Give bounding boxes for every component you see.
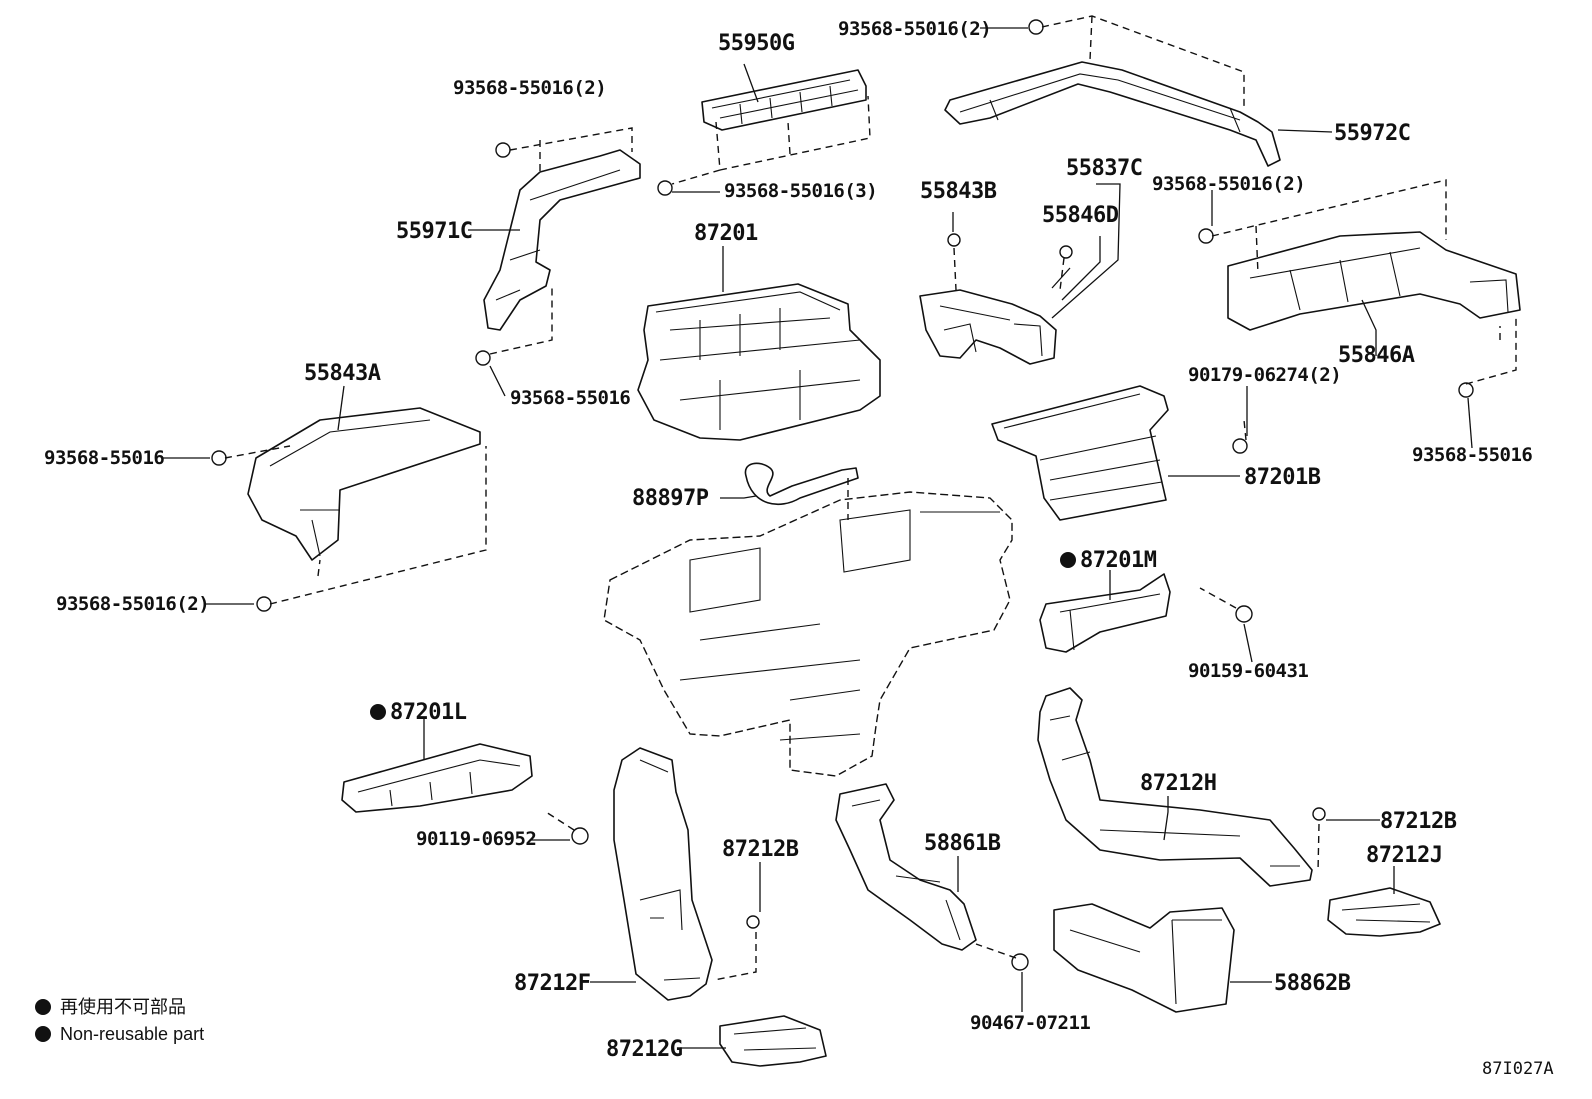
part-55972C-drawing bbox=[944, 61, 1281, 167]
part-87212H-drawing bbox=[1037, 687, 1313, 887]
label-93568-55016-3: 93568-55016(3) bbox=[724, 180, 877, 202]
legend-en: Non-reusable part bbox=[60, 1024, 204, 1044]
part-58862B-drawing bbox=[1053, 903, 1235, 1013]
label-55843B: 55843B bbox=[920, 179, 997, 204]
dashed-lines bbox=[224, 15, 1517, 981]
label-55843A: 55843A bbox=[304, 361, 381, 386]
label-87212J: 87212J bbox=[1366, 843, 1442, 868]
part-55846A-drawing bbox=[1227, 231, 1521, 331]
label-93568-55016-right: 93568-55016 bbox=[1412, 444, 1532, 466]
label-87212F: 87212F bbox=[514, 971, 590, 996]
part-87212F-drawing bbox=[613, 747, 713, 1001]
part-55950G-drawing bbox=[701, 69, 867, 131]
legend-jp: 再使用不可部品 bbox=[60, 997, 186, 1017]
part-55843A-drawing bbox=[247, 407, 481, 561]
label-87212B-right: 87212B bbox=[1380, 809, 1457, 834]
label-58861B: 58861B bbox=[924, 831, 1001, 856]
label-93568-55016-2-top: 93568-55016(2) bbox=[838, 18, 991, 40]
part-87212J-drawing bbox=[1327, 887, 1441, 937]
part-87201B-drawing bbox=[991, 385, 1169, 521]
label-55846A: 55846A bbox=[1338, 343, 1415, 368]
label-88897P: 88897P bbox=[632, 486, 709, 511]
part-58861B-drawing bbox=[835, 783, 977, 951]
part-88897P-drawing bbox=[744, 462, 859, 506]
label-93568-55016-2-right: 93568-55016(2) bbox=[1152, 173, 1305, 195]
fastener-bolts bbox=[211, 19, 1474, 971]
part-87201L-drawing bbox=[341, 743, 533, 813]
part-55837C-drawing bbox=[919, 289, 1057, 365]
label-90467-07211: 90467-07211 bbox=[970, 1012, 1090, 1034]
label-87201: 87201 bbox=[694, 221, 758, 246]
label-93568-55016-mid: 93568-55016 bbox=[510, 387, 630, 409]
label-93568-55016-2-left: 93568-55016(2) bbox=[453, 77, 606, 99]
part-87212G-drawing bbox=[719, 1015, 827, 1067]
label-90119-06952: 90119-06952 bbox=[416, 828, 536, 850]
label-87212G: 87212G bbox=[606, 1037, 683, 1062]
leader-lines bbox=[162, 27, 1473, 1049]
label-87201L: 87201L bbox=[390, 700, 467, 725]
part-87201-drawing bbox=[637, 283, 881, 441]
part-main-assembly-drawing bbox=[603, 491, 1013, 777]
non-reusable-marker-87201L bbox=[370, 704, 386, 720]
label-87201B: 87201B bbox=[1244, 465, 1321, 490]
label-55837C: 55837C bbox=[1066, 156, 1142, 181]
label-90159-60431: 90159-60431 bbox=[1188, 660, 1308, 682]
part-labels: 55950G 93568-55016(2) 55972C 93568-55016… bbox=[44, 18, 1533, 1062]
label-90179-06274-2: 90179-06274(2) bbox=[1188, 364, 1341, 386]
label-55950G: 55950G bbox=[718, 31, 795, 56]
label-93568-55016-2-bl: 93568-55016(2) bbox=[56, 593, 209, 615]
label-87212H: 87212H bbox=[1140, 771, 1216, 796]
label-87212B-center: 87212B bbox=[722, 837, 799, 862]
label-93568-55016-left: 93568-55016 bbox=[44, 447, 164, 469]
legend-bullet-en bbox=[35, 1026, 51, 1042]
part-87201M-drawing bbox=[1039, 573, 1171, 653]
non-reusable-marker-87201M bbox=[1060, 552, 1076, 568]
label-55846D: 55846D bbox=[1042, 203, 1119, 228]
label-87201M: 87201M bbox=[1080, 548, 1157, 573]
legend-bullet-jp bbox=[35, 999, 51, 1015]
label-55971C: 55971C bbox=[396, 219, 472, 244]
part-55971C-drawing bbox=[483, 149, 641, 331]
diagram-id: 87I027A bbox=[1482, 1059, 1554, 1079]
label-55972C: 55972C bbox=[1334, 121, 1410, 146]
label-58862B: 58862B bbox=[1274, 971, 1351, 996]
legend: 再使用不可部品 Non-reusable part bbox=[35, 997, 204, 1044]
